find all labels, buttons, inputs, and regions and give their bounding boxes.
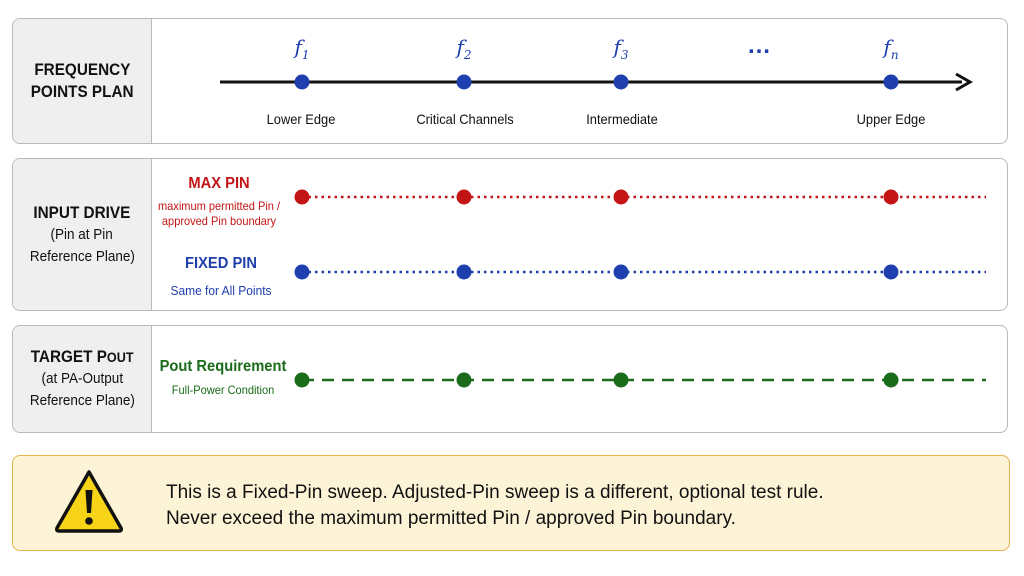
target-pout-label-sub1: (at PA-Output	[41, 370, 123, 387]
caption-upper-edge: Upper Edge	[856, 111, 926, 127]
warning-line1: This is a Fixed-Pin sweep. Adjusted-Pin …	[166, 482, 824, 503]
warning-text: This is a Fixed-Pin sweep. Adjusted-Pin …	[166, 480, 824, 532]
input-drive-label-main: INPUT DRIVE	[33, 202, 131, 222]
input-drive-label-sub1: (Pin at Pin	[50, 225, 114, 243]
caption-lower-edge: Lower Edge	[266, 111, 336, 127]
input-drive-label: INPUT DRIVE (Pin at Pin Reference Plane)	[13, 159, 152, 310]
target-pout-label-main-a: TARGET P	[30, 347, 107, 366]
target-pout-panel: TARGET POUT (at PA-Output Reference Plan…	[12, 325, 1008, 433]
pout-requirement-description: Full-Power Condition	[171, 383, 275, 397]
max-pin-desc-line2: approved Pin boundary	[161, 214, 277, 228]
frequency-plan-label: FREQUENCY POINTS PLAN	[13, 19, 152, 143]
pout-requirement-title: Pout Requirement	[159, 358, 287, 375]
caption-critical-channels: Critical Channels	[416, 111, 514, 127]
warning-line2: Never exceed the maximum permitted Pin /…	[166, 508, 736, 529]
max-pin-desc-line1: maximum permitted Pin /	[157, 199, 281, 213]
input-drive-label-sub2: Reference Plane)	[29, 247, 135, 265]
fixed-pin-description: Same for All Points	[170, 283, 272, 298]
f1-label: f1	[294, 35, 310, 62]
caption-intermediate: Intermediate	[586, 111, 658, 127]
f2-label: f2	[456, 35, 472, 62]
ellipsis-label: …	[747, 32, 773, 59]
warning-banner: This is a Fixed-Pin sweep. Adjusted-Pin …	[12, 455, 1010, 551]
target-pout-label-sub2: Reference Plane)	[29, 392, 135, 409]
warning-triangle-icon	[55, 470, 123, 533]
input-drive-panel: INPUT DRIVE (Pin at Pin Reference Plane)	[12, 158, 1008, 311]
max-pin-description: maximum permitted Pin / approved Pin bou…	[158, 199, 280, 229]
fixed-pin-title: FIXED PIN	[185, 255, 257, 272]
target-pout-label-main: TARGET POUT	[31, 346, 134, 368]
f3-label: f3	[613, 35, 629, 62]
frequency-plan-label-line2: POINTS PLAN	[30, 82, 134, 101]
target-pout-label: TARGET POUT (at PA-Output Reference Plan…	[13, 326, 152, 432]
max-pin-title: MAX PIN	[188, 175, 250, 192]
fn-label: fn	[883, 35, 899, 62]
target-pout-label-main-b: OUT	[106, 349, 134, 365]
frequency-plan-label-line1: FREQUENCY	[33, 60, 131, 79]
